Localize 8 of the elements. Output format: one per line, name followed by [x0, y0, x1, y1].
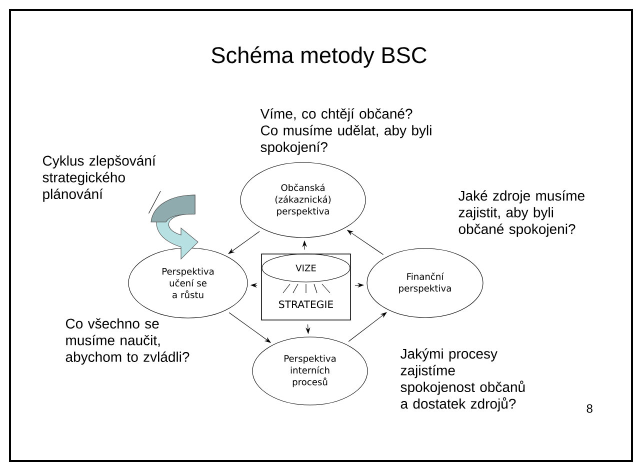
leader-line: [148, 190, 161, 214]
question-text: Jakými procesy zajistíme spokojenost občanů a dostatek zdrojů?: [400, 348, 525, 412]
page-number: 8: [586, 404, 592, 413]
curved-arrow-drawing: [150, 194, 198, 260]
callout-text: Cyklus zlepšování strategického plánování: [42, 155, 156, 202]
question-text: Co všechno se musíme naučit, abychom to zvládli?: [66, 318, 190, 365]
title: Schéma metody BSC: [212, 46, 426, 68]
question-text: Jaké zdroje musíme zajistit, aby byli občané spokojeni?: [458, 190, 584, 237]
